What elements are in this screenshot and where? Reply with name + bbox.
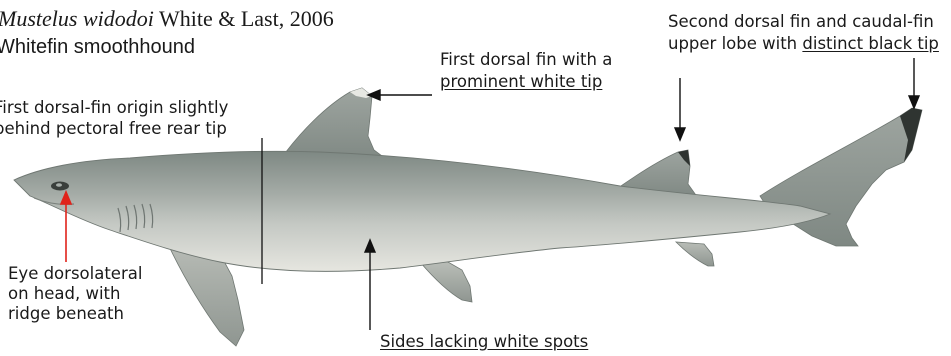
eye-label-line2: on head, with [8, 284, 121, 304]
authority: White & Last, 2006 [159, 6, 334, 31]
pelvic-fin [420, 262, 472, 302]
common-name: Whitefin smoothhound [0, 35, 195, 59]
first-dorsal-label-line1: First dorsal fin with a [440, 50, 612, 70]
second-dorsal-label-line2: upper lobe with distinct black tip [668, 34, 939, 54]
species-title: Mustelus widodoi White & Last, 2006 [0, 6, 334, 32]
eye-highlight [56, 183, 62, 187]
first-dorsal-label-line2: prominent white tip [440, 72, 602, 92]
dorsal-origin-label-line1: First dorsal-fin origin slightly [0, 98, 228, 118]
scientific-name: Mustelus widodoi [0, 6, 154, 31]
dorsal-origin-label-line2: behind pectoral free rear tip [0, 119, 227, 139]
second-dorsal-label-underlined: distinct black tip [802, 34, 939, 53]
first-dorsal-fin [280, 88, 390, 162]
eye-label-line1: Eye dorsolateral [8, 264, 142, 284]
second-dorsal-label-line1: Second dorsal fin and caudal-fin [668, 12, 934, 32]
eye-label-line3: ridge beneath [8, 304, 124, 324]
sides-label: Sides lacking white spots [380, 332, 588, 352]
second-dorsal-label-prefix: upper lobe with [668, 34, 802, 53]
anal-fin [676, 242, 714, 266]
eye-arrow [61, 192, 71, 262]
